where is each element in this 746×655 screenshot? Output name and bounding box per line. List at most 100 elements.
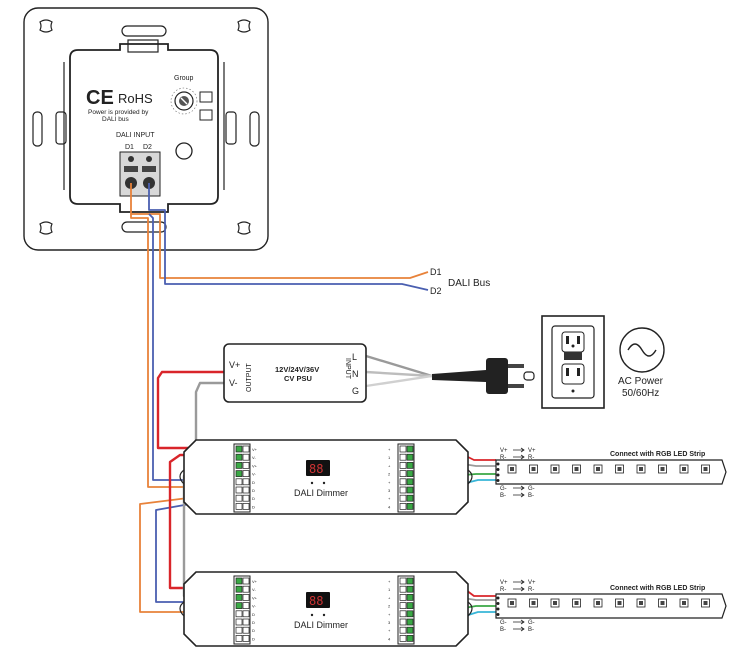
indicator-led	[175, 142, 193, 160]
input-pin-label: D	[252, 480, 255, 485]
terminal-slot	[242, 618, 250, 626]
terminal-slot	[242, 635, 250, 642]
terminal-screw	[235, 486, 243, 494]
dali-input-terminal[interactable]	[119, 151, 161, 197]
led-core	[553, 467, 557, 471]
segment-display	[306, 592, 330, 608]
input-pin-label: V+	[252, 595, 258, 600]
power-note-line1: Power is provided by	[88, 109, 149, 116]
button-dot[interactable]	[322, 613, 326, 617]
mount-ear-right	[467, 601, 473, 617]
output-pin-label: 1	[388, 455, 391, 460]
psu-title-line1: 12V/24V/36V	[275, 365, 319, 374]
button-dot[interactable]	[322, 481, 326, 485]
led-core	[682, 467, 686, 471]
strip-r-label: R-	[528, 455, 534, 461]
input-pin-label: D	[252, 504, 255, 509]
segment-digits: 88	[309, 594, 323, 608]
mapping-arrow-icon	[513, 454, 525, 460]
led-core	[510, 467, 514, 471]
led-core	[660, 467, 665, 471]
mapping-arrow-icon	[513, 586, 525, 592]
output-pin-label: 1	[388, 587, 391, 592]
output-pin-label: +	[388, 612, 391, 617]
input-pin-label: V-	[252, 587, 256, 592]
bus-d2-label: D2	[430, 286, 442, 296]
wall-panel: CE RoHS Power is provided by DALI bus Gr…	[23, 7, 269, 251]
input-pin-label: V+	[252, 463, 258, 468]
segment-digits: 88	[309, 462, 323, 476]
psu-n-label: N	[352, 369, 359, 379]
terminal-slot	[399, 585, 407, 593]
strip-r-label: R-	[500, 587, 506, 593]
led-core	[531, 467, 536, 471]
led-core	[617, 467, 622, 471]
input-terminal-block[interactable]	[233, 575, 251, 645]
terminal-slot	[242, 453, 250, 461]
dimmer-housing	[183, 571, 469, 647]
output-pin-label: 4	[388, 636, 391, 641]
output-pin-label: 2	[388, 604, 391, 609]
terminal-screw	[406, 470, 414, 477]
terminal-screw	[406, 618, 414, 626]
terminal-slot	[399, 626, 407, 634]
psu-output-label: OUTPUT	[246, 363, 253, 393]
psu-v-minus-label: V-	[229, 378, 238, 388]
button-dot[interactable]	[310, 613, 314, 617]
dali-bus-label: DALI Bus	[448, 278, 490, 289]
cv-psu: V+ V- OUTPUT 12V/24V/36V CV PSU INPUT L …	[223, 343, 367, 403]
terminal-screw	[406, 585, 414, 593]
mount-ear-left	[179, 601, 185, 617]
terminal-screw	[235, 494, 243, 502]
terminal-screw	[406, 486, 414, 494]
input-pin-label: D	[252, 496, 255, 501]
strip-pad	[496, 462, 500, 466]
strip-b-label: B-	[500, 493, 506, 499]
strip-vplus-label: V+	[500, 580, 508, 586]
terminal-screw	[406, 462, 414, 469]
terminal-slot	[242, 585, 250, 593]
mapping-arrow-icon	[513, 626, 525, 632]
wall-outlet	[541, 315, 605, 409]
terminal-screw	[235, 470, 243, 477]
terminal-slot	[242, 610, 250, 618]
power-plug	[432, 358, 535, 394]
ac-power-label: AC Power	[618, 376, 664, 387]
strip-connect-label: Connect with RGB LED Strip	[610, 451, 705, 458]
group-rotary-switch[interactable]	[170, 87, 198, 115]
terminal-screw	[406, 635, 414, 642]
terminal-screw	[235, 478, 243, 486]
terminal-slot	[399, 445, 407, 453]
output-pin-label: 3	[388, 620, 391, 625]
led-core	[553, 601, 557, 605]
terminal-slot	[399, 577, 407, 585]
input-pin-label: D	[252, 628, 255, 633]
input-pin-label: D	[252, 620, 255, 625]
terminal-screw	[235, 503, 243, 510]
button-dot[interactable]	[310, 481, 314, 485]
output-terminal-block[interactable]	[397, 443, 415, 513]
led-core	[703, 467, 708, 471]
ce-mark: CE	[86, 87, 114, 109]
terminal-screw	[235, 453, 243, 461]
led-core	[510, 601, 514, 605]
dimmer-label: DALI Dimmer	[294, 488, 348, 498]
strip-pad	[496, 479, 500, 482]
output-terminal-block[interactable]	[397, 575, 415, 645]
strip-pad	[496, 602, 500, 605]
terminal-slot	[399, 618, 407, 626]
terminal-slot	[399, 635, 407, 642]
strip-pad	[496, 613, 500, 616]
psu-input-label: INPUT	[344, 358, 351, 380]
mapping-arrow-icon	[513, 447, 525, 453]
input-pin-label: V+	[252, 579, 258, 584]
strip-connect-label: Connect with RGB LED Strip	[610, 585, 705, 592]
terminal-screw	[235, 445, 243, 453]
rohs-label: RoHS	[118, 91, 153, 106]
ac-frequency-label: 50/60Hz	[622, 388, 659, 399]
terminal-screw	[235, 462, 243, 469]
input-terminal-block[interactable]	[233, 443, 251, 513]
